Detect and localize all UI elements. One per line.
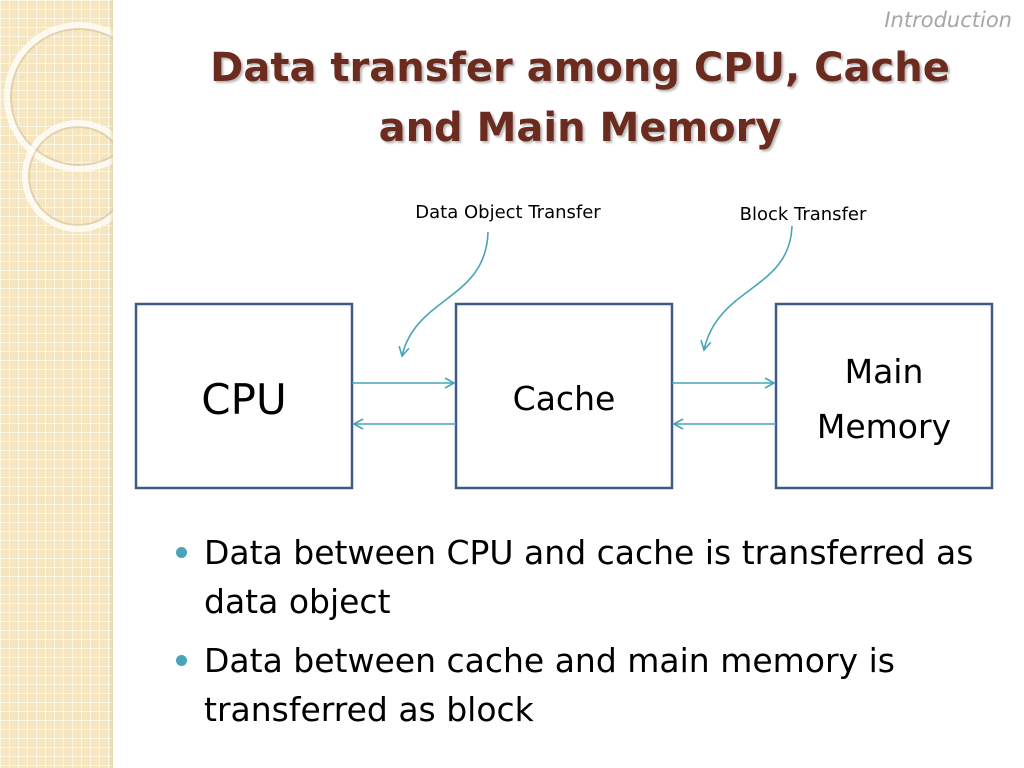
- decorative-ring: [22, 120, 113, 232]
- bullet-text: Data between cache and main memory is tr…: [204, 641, 895, 729]
- data-object-transfer-label: Data Object Transfer: [415, 202, 601, 223]
- decorative-side-strip: [0, 0, 113, 768]
- cpu-label: CPU: [201, 375, 286, 424]
- slide-title: Data transfer among CPU, Cache and Main …: [160, 38, 1000, 158]
- cache-box: [454, 302, 674, 490]
- title-line-1: Data transfer among CPU, Cache: [210, 45, 950, 91]
- main-memory-label-line-2: Memory: [817, 407, 951, 446]
- main-memory-label-line-1: Main: [845, 352, 924, 391]
- title-line-2: and Main Memory: [378, 105, 782, 151]
- main-memory-box: [774, 302, 994, 490]
- section-label: Introduction: [884, 8, 1012, 32]
- cache-label: Cache: [513, 379, 616, 418]
- block-transfer-label: Block Transfer: [740, 204, 867, 225]
- bullet-item: Data between cache and main memory is tr…: [174, 636, 994, 734]
- bullet-text: Data between CPU and cache is transferre…: [204, 533, 974, 621]
- bullet-dot-icon: [176, 655, 187, 666]
- bullet-list: Data between CPU and cache is transferre…: [174, 528, 994, 744]
- bullet-dot-icon: [176, 547, 187, 558]
- bullet-item: Data between CPU and cache is transferre…: [174, 528, 994, 626]
- block-callout-curve: [700, 225, 793, 352]
- data-object-callout-curve: [398, 231, 489, 358]
- cpu-box: [134, 302, 354, 490]
